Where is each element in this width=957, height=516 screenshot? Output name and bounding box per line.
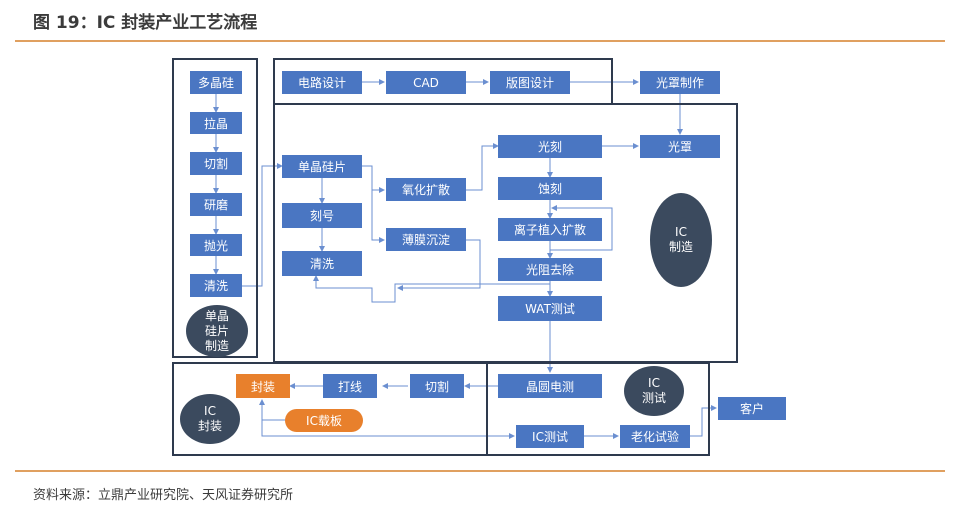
substrate-step: IC载板 (285, 409, 363, 432)
region-line: IC (204, 404, 216, 418)
region-ic-fab: IC 制造 (650, 193, 712, 287)
region-ic-package: IC 封装 (180, 394, 240, 444)
title-rule (15, 40, 945, 42)
fab-mid-step: 薄膜沉淀 (386, 228, 466, 251)
footer-rule (15, 470, 945, 472)
arrow-connector (549, 205, 613, 258)
wafer-step: 研磨 (190, 193, 242, 216)
fab-right-step: 光阻去除 (498, 258, 602, 281)
design-step: 电路设计 (282, 71, 362, 94)
fab-right-step: 离子植入扩散 (498, 218, 602, 241)
wafer-step: 清洗 (190, 274, 242, 297)
design-step: CAD (386, 71, 466, 94)
region-ic-test: IC 测试 (624, 366, 684, 416)
dicing-step: 切割 (410, 374, 464, 398)
test-frame (486, 362, 710, 456)
wire-bond-step: 打线 (323, 374, 377, 398)
design-step: 版图设计 (490, 71, 570, 94)
fab-right-step: 光刻 (498, 135, 602, 158)
region-line: 制造 (668, 240, 693, 254)
fab-left-step: 单晶硅片 (282, 155, 362, 178)
figure-title: 图 19：IC 封装产业工艺流程 (33, 13, 258, 33)
customer-step: 客户 (718, 397, 786, 420)
region-line: 单晶 (204, 308, 229, 323)
fab-right-step: WAT测试 (498, 296, 602, 321)
arrow-connector (466, 143, 499, 191)
wafer-step: 多晶硅 (190, 71, 242, 94)
region-line: 硅片 (204, 323, 229, 338)
fab-mid-step: 氧化扩散 (386, 178, 466, 201)
arrow-connector (242, 163, 283, 287)
region-line: 封装 (197, 419, 222, 433)
wafer-step: 拉晶 (190, 112, 242, 134)
mask-making-step: 光罩制作 (640, 71, 720, 94)
wafer-step: 切割 (190, 152, 242, 175)
region-line: 测试 (641, 391, 666, 405)
arrow-connector (397, 239, 481, 291)
region-wafer-manufacturing: 单晶 硅片 制造 (186, 305, 248, 357)
wafer-frame (172, 58, 258, 358)
fab-left-step: 清洗 (282, 251, 362, 276)
fab-left-step: 刻号 (282, 203, 362, 228)
region-line: 制造 (204, 338, 229, 353)
burn-in-step: 老化试验 (620, 425, 690, 448)
source-note: 资料来源：立鼎产业研究院、天风证券研究所 (33, 488, 294, 503)
region-line: IC (675, 225, 687, 239)
wafer-step: 抛光 (190, 234, 242, 256)
arrow-connector (313, 275, 550, 303)
mask-step: 光罩 (640, 135, 720, 158)
ic-test-step: IC测试 (516, 425, 584, 448)
fab-right-step: 蚀刻 (498, 177, 602, 200)
package-step: 封装 (236, 374, 290, 398)
arrow-connector (362, 165, 385, 243)
wafer-probe-step: 晶圆电测 (498, 374, 602, 398)
arrow-connector (261, 400, 515, 439)
region-line: IC (648, 376, 660, 390)
